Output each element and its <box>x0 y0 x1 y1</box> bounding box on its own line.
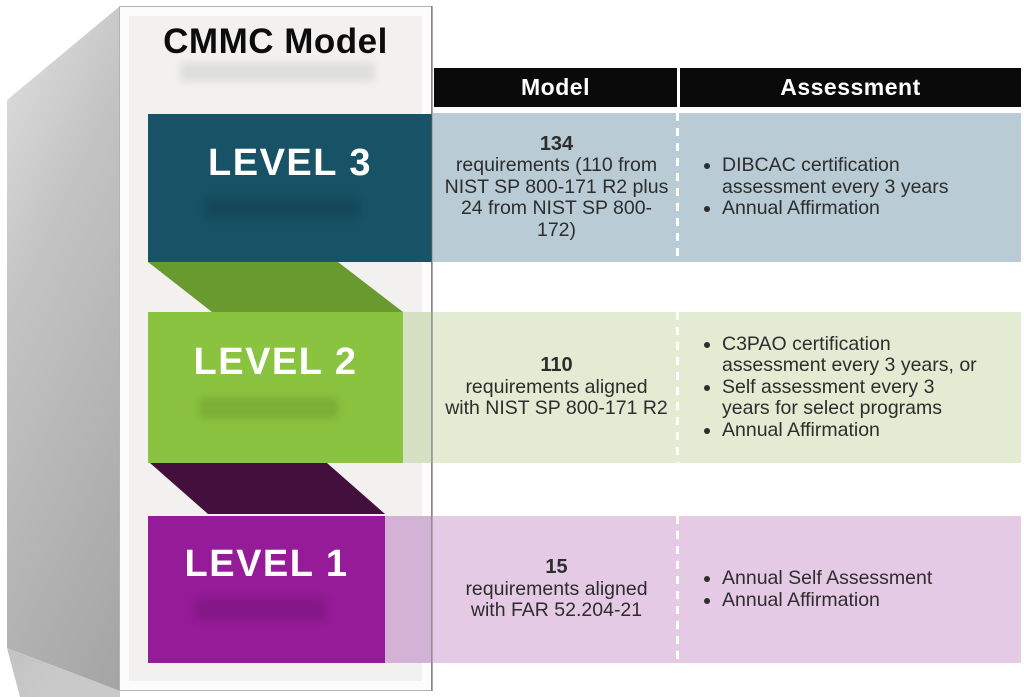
assessment-item: Annual Self Assessment <box>700 567 1021 590</box>
page-title: CMMC Model <box>163 22 388 61</box>
level3-model-cell: 134 requirements (110 from NIST SP 800-1… <box>436 113 677 262</box>
panel-right-edge <box>431 6 433 691</box>
assessment-item: C3PAO certification assessment every 3 y… <box>700 332 1021 377</box>
assessment-list: C3PAO certification assessment every 3 y… <box>684 332 1021 442</box>
model-text-line: with NIST SP 800-171 R2 <box>445 397 668 420</box>
row-band-blend-level2 <box>403 312 432 463</box>
row-band-level3 <box>433 113 1021 262</box>
level1-box: LEVEL 1 <box>148 516 385 663</box>
level1-label: LEVEL 1 <box>184 543 349 585</box>
row-band-blend-level1 <box>385 516 432 663</box>
column-header-model: Model <box>434 68 677 107</box>
assessment-line: Annual Self Assessment <box>722 567 933 589</box>
assessment-item: DIBCAC certification assessment every 3 … <box>700 155 1021 198</box>
model-text-line: requirements (110 from <box>455 154 658 177</box>
column-divider-dashed <box>676 516 679 663</box>
column-divider-dashed <box>676 113 679 262</box>
model-text-line: 24 from NIST SP 800- <box>460 197 653 220</box>
assessment-line: years for select programs <box>722 397 942 420</box>
level3-assessment-cell: DIBCAC certification assessment every 3 … <box>684 113 1021 262</box>
assessment-item: Annual Affirmation <box>700 198 1021 220</box>
level3-label: LEVEL 3 <box>208 141 372 184</box>
column-header-assessment: Assessment <box>680 68 1021 107</box>
assessment-line: assessment every 3 years, or <box>722 354 977 377</box>
assessment-line: Self assessment every 3 <box>722 375 935 398</box>
row-band-level1 <box>433 516 1021 663</box>
level2-label: LEVEL 2 <box>193 341 358 383</box>
level2-box: LEVEL 2 <box>148 312 403 463</box>
model-text-line: requirements aligned <box>465 375 648 398</box>
erased-text-smudge <box>204 196 361 219</box>
model-text-line: requirements aligned <box>465 577 648 600</box>
model-text-line: 172) <box>536 218 577 241</box>
level2-assessment-cell: C3PAO certification assessment every 3 y… <box>684 312 1021 463</box>
assessment-item: Self assessment every 3 years for select… <box>700 375 1021 420</box>
erased-text-smudge <box>180 62 375 82</box>
assessment-line: Annual Affirmation <box>722 197 880 220</box>
column-divider-dashed <box>676 312 679 463</box>
model-text-line: with FAR 52.204-21 <box>470 599 643 622</box>
assessment-line: C3PAO certification <box>722 332 891 355</box>
level3-box: LEVEL 3 <box>148 114 432 262</box>
requirement-count: 110 <box>540 354 573 377</box>
level1-assessment-cell: Annual Self Assessment Annual Affirmatio… <box>684 516 1021 663</box>
assessment-line: Annual Affirmation <box>722 588 880 611</box>
model-text-line: NIST SP 800-171 R2 plus <box>444 175 669 198</box>
row-band-level2 <box>433 312 1021 463</box>
assessment-item: Annual Affirmation <box>700 418 1021 442</box>
assessment-item: Annual Affirmation <box>700 588 1021 612</box>
assessment-line: DIBCAC certification <box>722 154 900 177</box>
assessment-list: DIBCAC certification assessment every 3 … <box>684 155 1021 220</box>
erased-text-smudge <box>195 598 326 621</box>
requirement-count: 15 <box>545 556 568 579</box>
level2-model-cell: 110 requirements aligned with NIST SP 80… <box>436 312 677 463</box>
assessment-line: assessment every 3 years <box>722 175 949 198</box>
requirement-count: 134 <box>539 132 574 155</box>
box-left-face <box>7 6 120 691</box>
level1-model-cell: 15 requirements aligned with FAR 52.204-… <box>436 516 677 663</box>
erased-text-smudge <box>199 396 340 419</box>
assessment-line: Annual Affirmation <box>722 418 880 441</box>
assessment-list: Annual Self Assessment Annual Affirmatio… <box>684 567 1021 612</box>
